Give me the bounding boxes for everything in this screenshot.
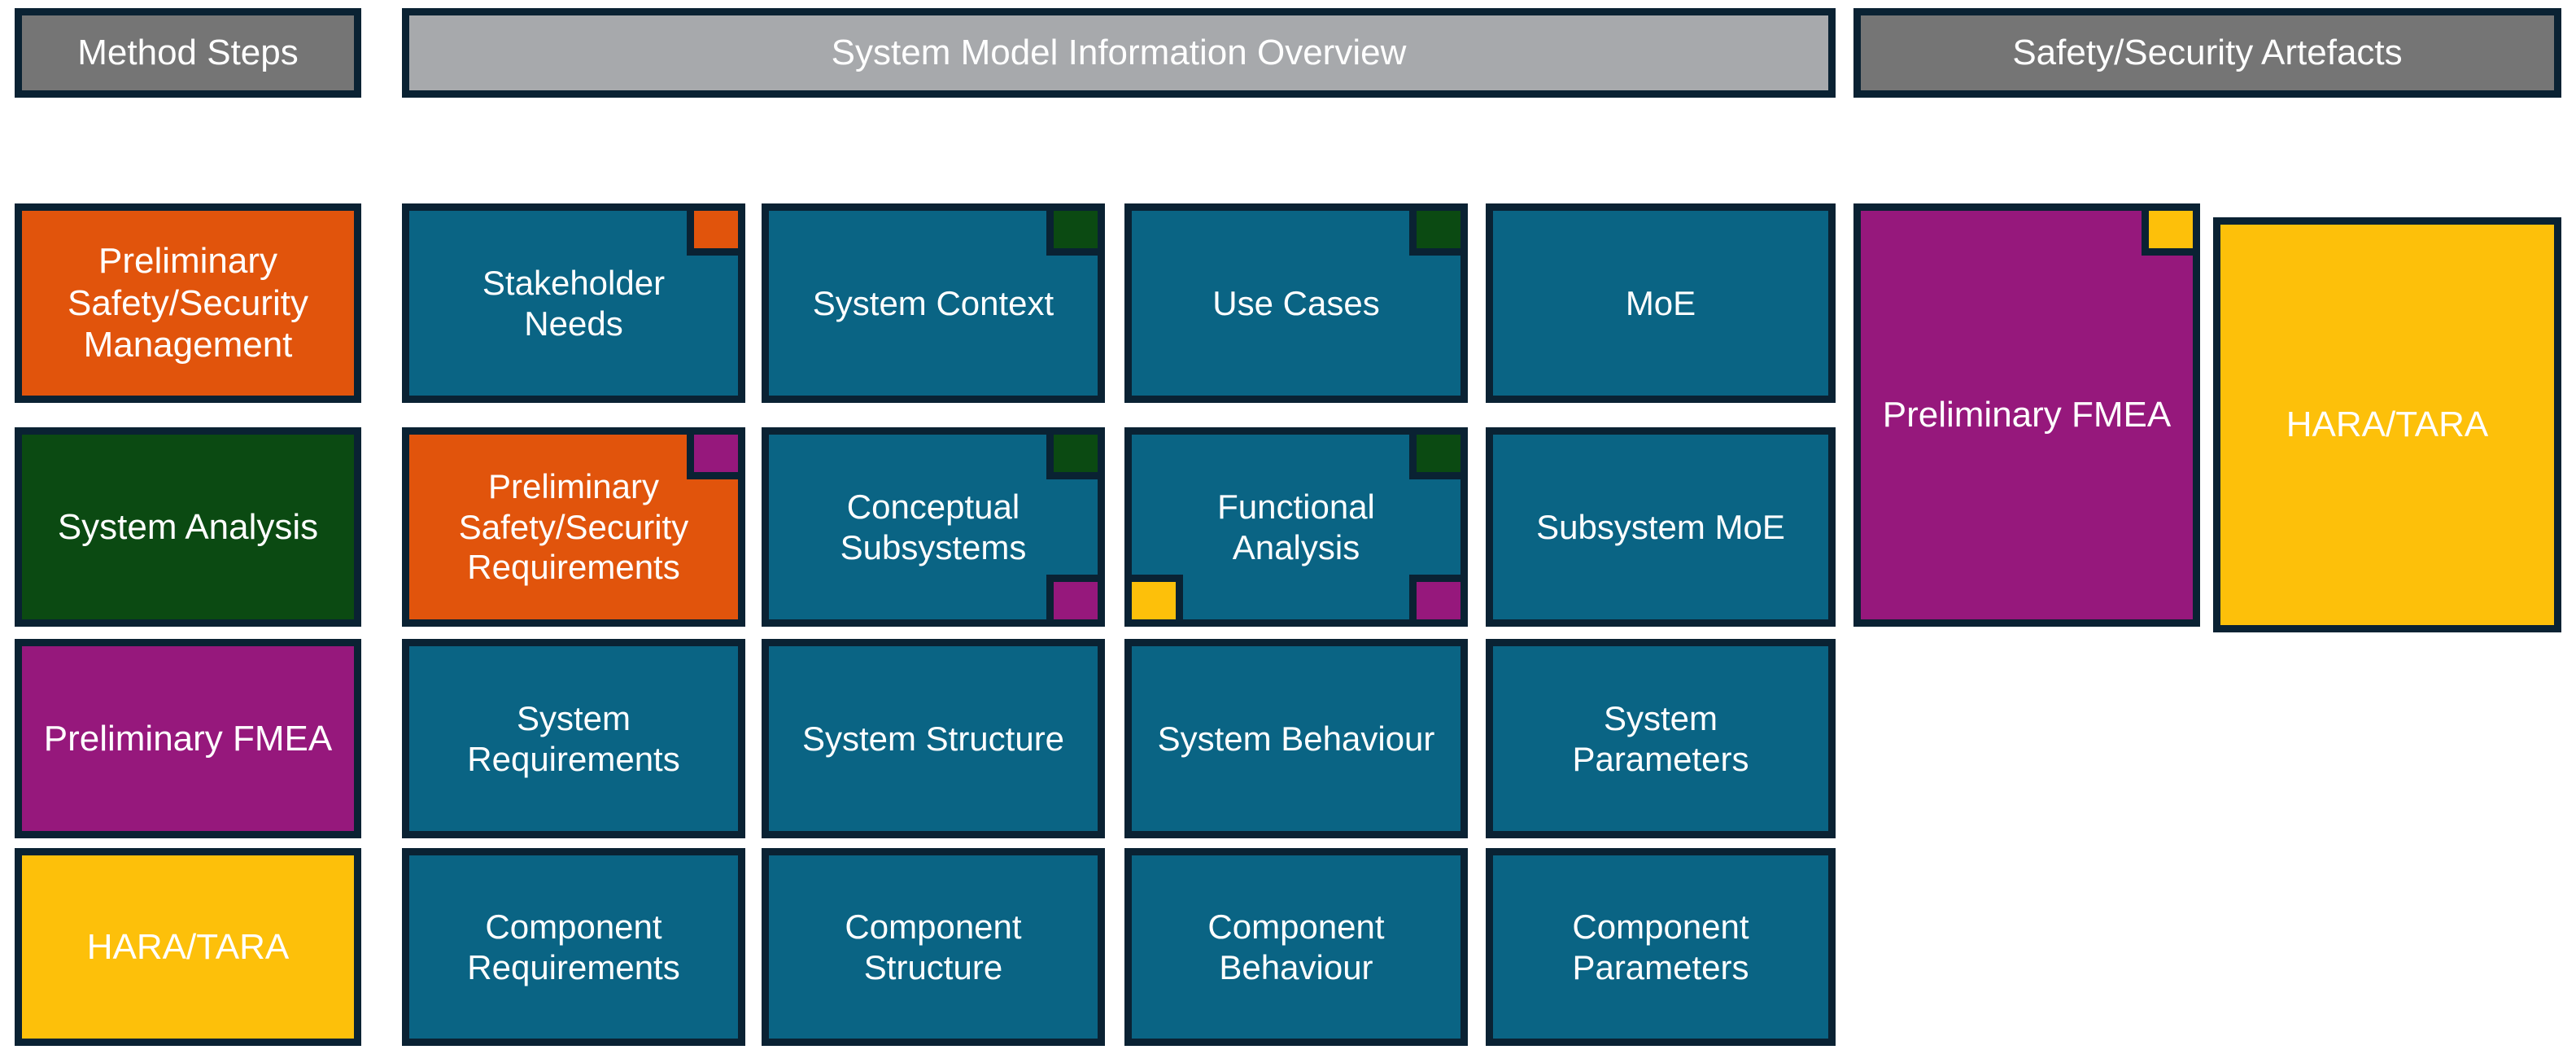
method-step-label: Preliminary FMEA — [43, 718, 333, 759]
marker-green-icon — [1046, 203, 1105, 256]
system-model-header: System Model Information Overview — [402, 8, 1836, 98]
artefact-hara-tara[interactable]: HARA/TARA — [2213, 217, 2561, 632]
model-cell-label: Conceptual Subsystems — [840, 487, 1027, 566]
method-steps-header-label: Method Steps — [77, 33, 299, 73]
system-model-header-label: System Model Information Overview — [831, 33, 1407, 73]
model-cell-system-structure[interactable]: System Structure — [762, 639, 1105, 838]
method-step-label: HARA/TARA — [86, 926, 290, 967]
marker-orange-icon — [687, 203, 745, 256]
model-cell-use-cases[interactable]: Use Cases — [1124, 203, 1468, 403]
model-cell-component-requirements[interactable]: Component Requirements — [402, 848, 745, 1046]
artefact-label: HARA/TARA — [2286, 405, 2489, 445]
marker-yellow-icon — [2142, 203, 2200, 256]
model-cell-moe[interactable]: MoE — [1486, 203, 1836, 403]
marker-green-icon — [1409, 203, 1468, 256]
marker-green-icon — [1046, 427, 1105, 479]
method-step-hara-tara[interactable]: HARA/TARA — [15, 848, 361, 1046]
model-cell-label: Component Parameters — [1572, 907, 1749, 986]
model-cell-label: Component Structure — [845, 907, 1022, 986]
marker-magenta-icon — [1409, 575, 1468, 627]
marker-yellow-icon — [1124, 575, 1183, 627]
marker-magenta-icon — [687, 427, 745, 479]
model-cell-preliminary-safety-security-requirements[interactable]: Preliminary Safety/Security Requirements — [402, 427, 745, 627]
model-cell-component-parameters[interactable]: Component Parameters — [1486, 848, 1836, 1046]
model-cell-system-requirements[interactable]: System Requirements — [402, 639, 745, 838]
model-cell-component-behaviour[interactable]: Component Behaviour — [1124, 848, 1468, 1046]
method-step-preliminary-fmea[interactable]: Preliminary FMEA — [15, 639, 361, 838]
model-cell-label: Component Requirements — [467, 907, 680, 986]
model-cell-subsystem-moe[interactable]: Subsystem MoE — [1486, 427, 1836, 627]
marker-green-icon — [1409, 427, 1468, 479]
model-cell-conceptual-subsystems[interactable]: Conceptual Subsystems — [762, 427, 1105, 627]
method-step-label: System Analysis — [57, 506, 319, 547]
model-cell-label: System Context — [812, 283, 1054, 322]
artefact-preliminary-fmea[interactable]: Preliminary FMEA — [1853, 203, 2200, 627]
model-cell-stakeholder-needs[interactable]: Stakeholder Needs — [402, 203, 745, 403]
model-cell-label: System Requirements — [467, 698, 680, 778]
model-cell-system-context[interactable]: System Context — [762, 203, 1105, 403]
model-cell-component-structure[interactable]: Component Structure — [762, 848, 1105, 1046]
method-step-system-analysis[interactable]: System Analysis — [15, 427, 361, 627]
model-cell-label: Use Cases — [1212, 283, 1380, 322]
artefacts-header: Safety/Security Artefacts — [1853, 8, 2561, 98]
model-cell-label: System Behaviour — [1157, 719, 1435, 758]
method-step-preliminary-safety-security-management[interactable]: Preliminary Safety/Security Management — [15, 203, 361, 403]
artefact-label: Preliminary FMEA — [1882, 395, 2172, 435]
model-cell-functional-analysis[interactable]: Functional Analysis — [1124, 427, 1468, 627]
model-cell-label: Stakeholder Needs — [482, 263, 666, 343]
artefacts-header-label: Safety/Security Artefacts — [2012, 33, 2403, 73]
model-cell-system-behaviour[interactable]: System Behaviour — [1124, 639, 1468, 838]
model-cell-label: MoE — [1625, 283, 1696, 322]
marker-magenta-icon — [1046, 575, 1105, 627]
model-cell-label: Component Behaviour — [1207, 907, 1385, 986]
model-cell-label: Subsystem MoE — [1536, 507, 1785, 546]
model-cell-label: System Parameters — [1572, 698, 1749, 778]
model-cell-label: Functional Analysis — [1217, 487, 1375, 566]
method-step-label: Preliminary Safety/Security Management — [68, 240, 308, 365]
model-cell-label: System Structure — [801, 719, 1065, 758]
model-cell-system-parameters[interactable]: System Parameters — [1486, 639, 1836, 838]
model-cell-label: Preliminary Safety/Security Requirements — [458, 467, 689, 587]
method-steps-header: Method Steps — [15, 8, 361, 98]
